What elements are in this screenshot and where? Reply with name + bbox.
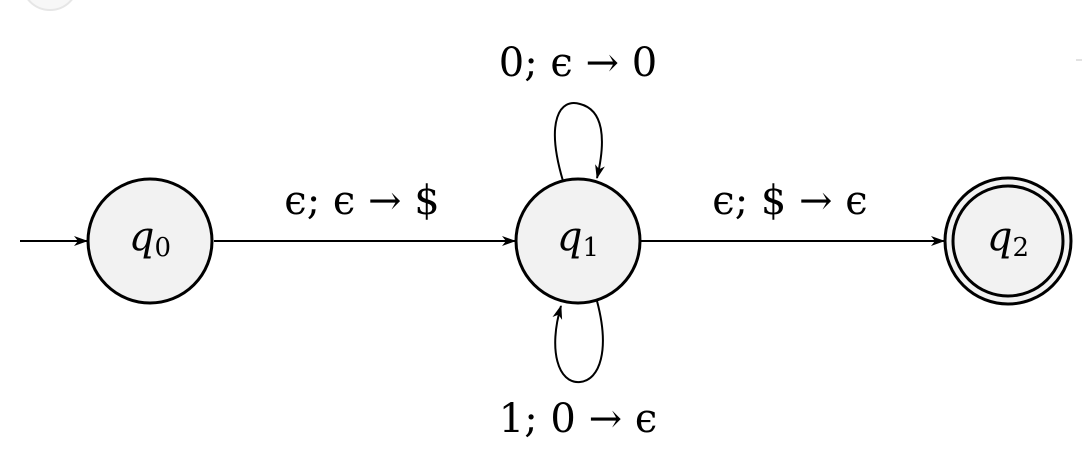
transition-q0-q1-label: ϵ; ϵ → $ <box>284 178 439 224</box>
state-q2: q2 <box>943 176 1073 306</box>
self-loop-top-label: 0; ϵ → 0 <box>499 40 657 86</box>
self-loop-top-arrow <box>554 102 605 182</box>
self-loop-bottom-arrow <box>552 300 604 384</box>
state-q1: q1 <box>514 177 642 305</box>
state-q1-circle <box>514 177 642 305</box>
state-q2-label: q2 <box>987 214 1029 263</box>
state-q0: q0 <box>86 177 214 305</box>
state-q0-label: q0 <box>129 214 171 263</box>
self-loop-bottom-label: 1; 0 → ϵ <box>499 396 657 442</box>
state-q2-inner-circle <box>951 184 1065 298</box>
state-q1-label: q1 <box>557 214 599 263</box>
corner-button-remnant <box>27 0 73 11</box>
state-q0-circle <box>86 177 214 305</box>
transition-q1-q2-label: ϵ; $ → ϵ <box>712 178 867 224</box>
